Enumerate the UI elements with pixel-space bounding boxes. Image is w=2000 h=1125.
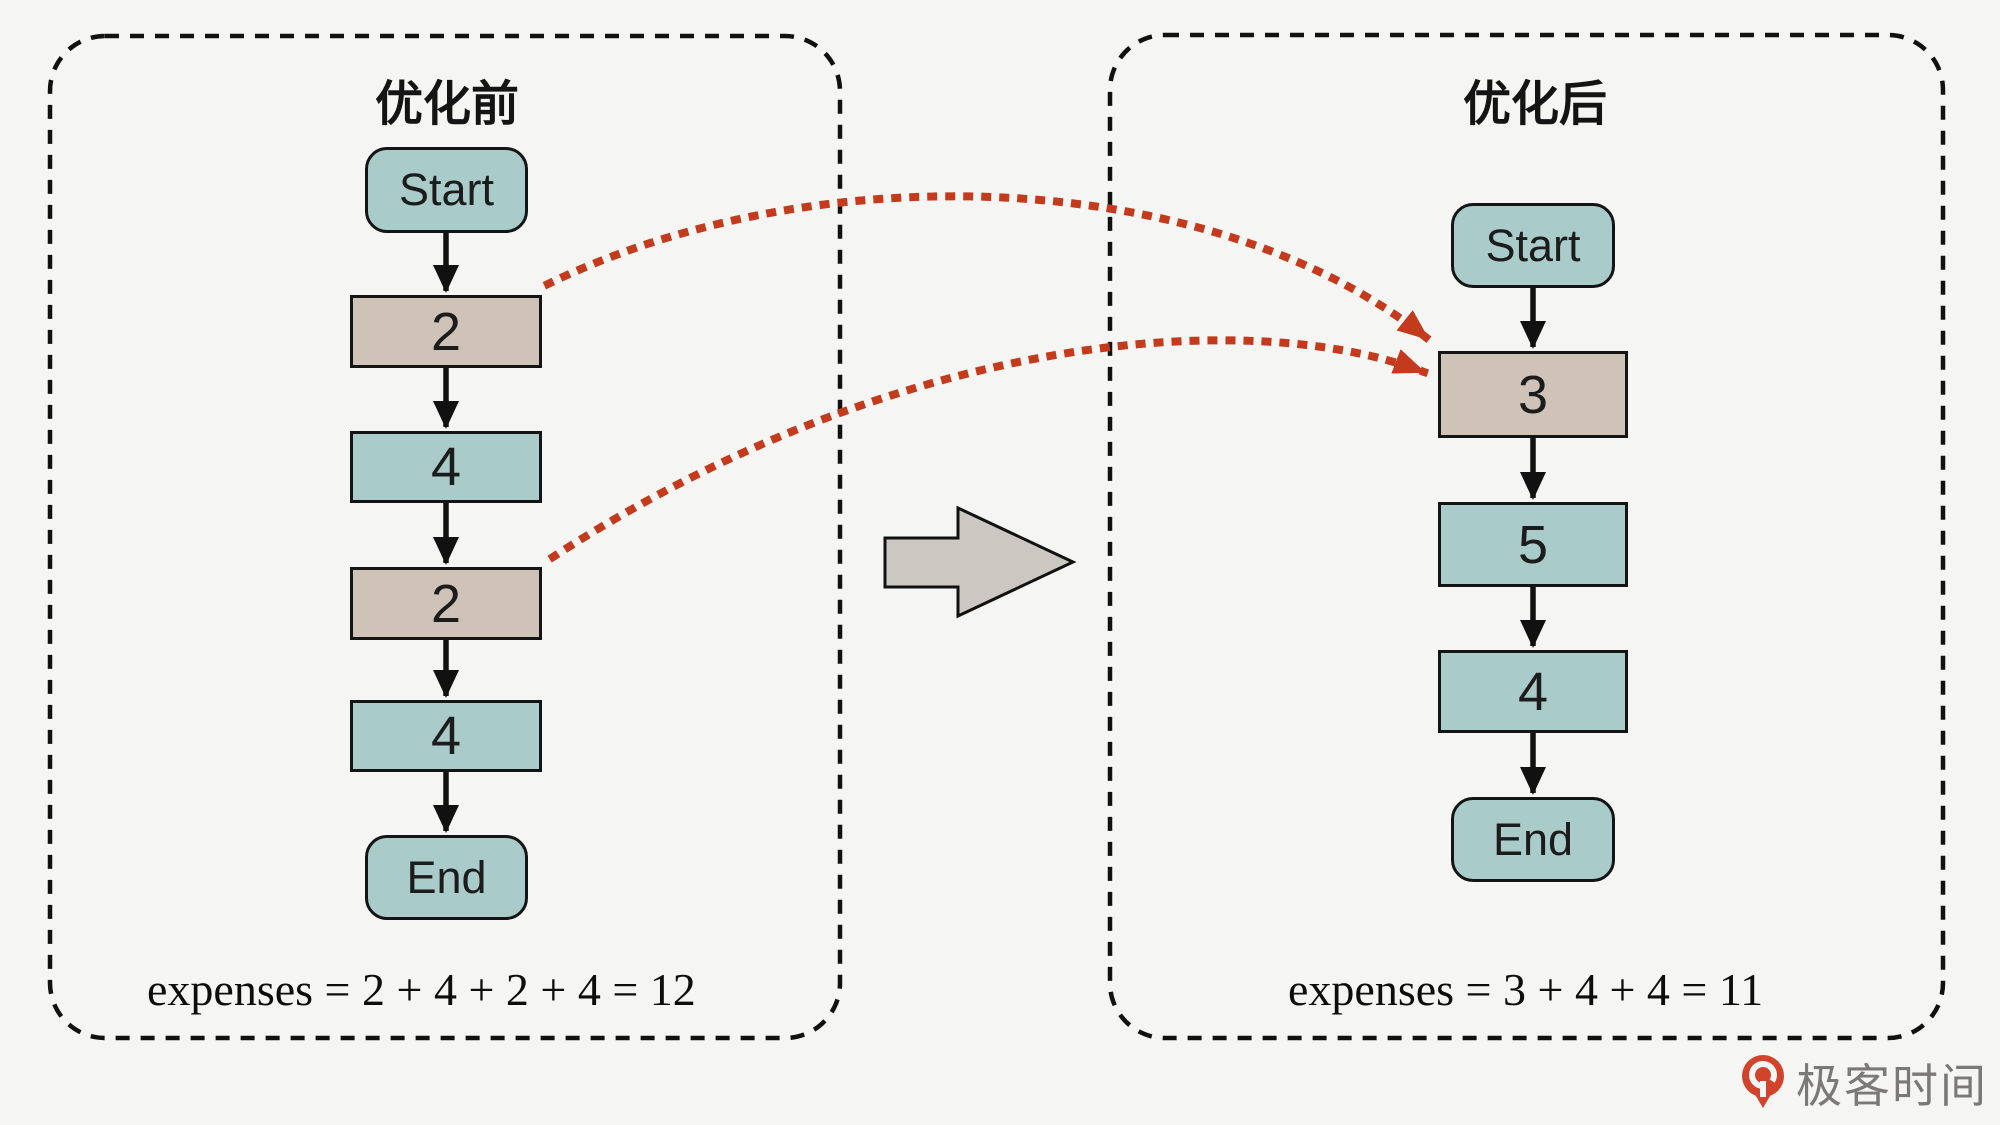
geektime-logo-icon [1742, 1055, 1784, 1108]
brand-watermark: 极客时间 [1740, 1048, 1988, 1118]
merge-arrow-bottom [547, 336, 1430, 563]
left-expenses-formula: expenses = 2 + 4 + 2 + 4 = 12 [147, 964, 696, 1015]
merge-arrow-top [542, 192, 1434, 345]
right-node-cost-5: 5 [1438, 502, 1628, 587]
left-node-cost-4a: 4 [350, 431, 542, 503]
right-node-end: End [1451, 797, 1615, 882]
left-node-cost-4b: 4 [350, 700, 542, 772]
transform-arrow-icon [883, 505, 1077, 619]
left-panel-title: 优化前 [374, 78, 520, 131]
right-node-cost-3: 3 [1438, 351, 1628, 438]
left-node-end: End [365, 835, 528, 920]
left-node-cost-2a: 2 [350, 295, 542, 368]
right-node-start: Start [1451, 203, 1615, 288]
left-node-cost-2b: 2 [350, 567, 542, 640]
right-node-cost-4: 4 [1438, 650, 1628, 733]
brand-name: 极客时间 [1796, 1060, 1988, 1112]
merge-arrows [542, 192, 1434, 563]
right-panel-title: 优化后 [1462, 78, 1608, 131]
left-node-start: Start [365, 147, 528, 233]
right-expenses-formula: expenses = 3 + 4 + 4 = 11 [1288, 964, 1764, 1015]
